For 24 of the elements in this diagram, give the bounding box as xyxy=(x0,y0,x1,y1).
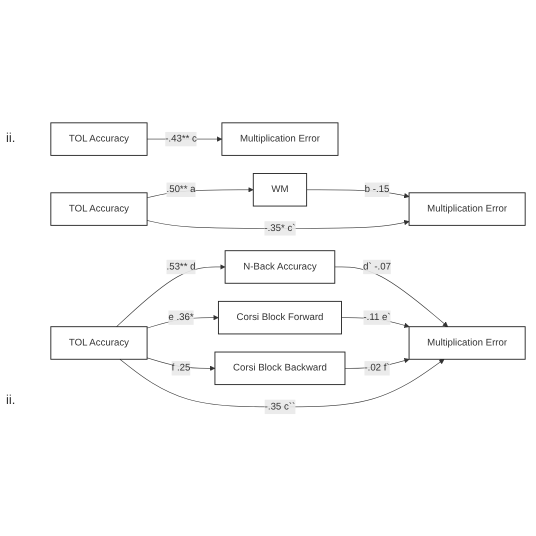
edge-label: .53** d xyxy=(166,261,196,272)
edge-label: d` -.07 xyxy=(363,261,391,272)
edge-label: -.35* c` xyxy=(264,222,296,233)
edge-label: -.43** c xyxy=(165,133,197,144)
node-box: Multiplication Error xyxy=(408,192,526,226)
edge-label: b -.15 xyxy=(364,184,390,194)
arrow xyxy=(116,264,226,326)
edge-label: -.11 e` xyxy=(363,312,391,322)
node-box: Corsi Block Forward xyxy=(218,300,342,334)
edge-label: -.02 f` xyxy=(364,362,390,373)
node-box: Corsi Block Backward xyxy=(214,351,346,385)
edge-label: -.35 c`` xyxy=(264,400,296,412)
node-box: Multiplication Error xyxy=(221,122,338,156)
node-box: N-Back Accuracy xyxy=(224,250,336,284)
node-box: TOL Accuracy xyxy=(50,122,148,156)
edge-label: f .25 xyxy=(172,362,190,373)
node-box: TOL Accuracy xyxy=(50,192,148,226)
node-box: WM xyxy=(252,172,308,206)
edge-label: e .36* xyxy=(168,312,194,322)
node-box: TOL Accuracy xyxy=(50,326,148,360)
panel-label: ii. xyxy=(6,392,16,406)
node-box: Multiplication Error xyxy=(408,326,526,360)
edge-label: .50** a xyxy=(166,184,196,194)
panel-label: ii. xyxy=(6,130,16,144)
